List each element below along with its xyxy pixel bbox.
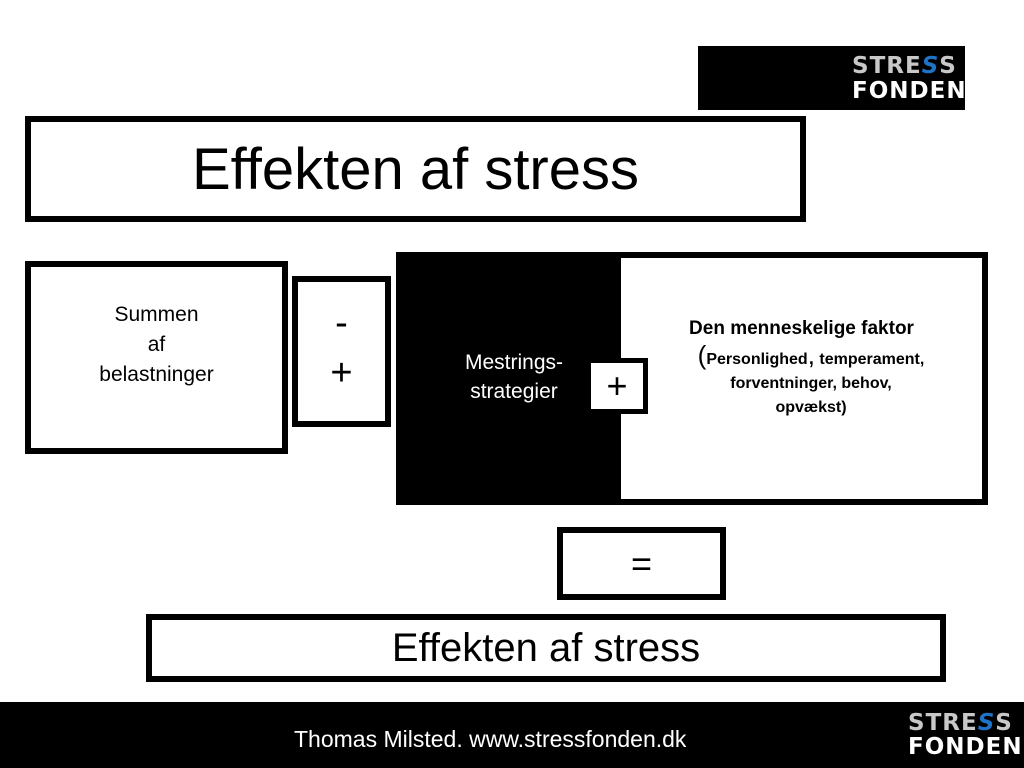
footer-bar: Thomas Milsted. www.stressfonden.dk <box>0 702 1024 768</box>
page-title: Effekten af stress <box>191 136 640 202</box>
plus-minus-box: - + <box>292 276 391 427</box>
stressfonden-logo: STRESS FONDEN <box>698 46 967 110</box>
human-factor-title: Den menneskelige faktor <box>689 318 914 339</box>
equals-box: = <box>557 527 726 600</box>
belastninger-line2: af <box>147 333 166 356</box>
result-box: Effekten af stress <box>146 614 946 682</box>
footer-logo-line2: FONDEN <box>908 734 1023 760</box>
belastninger-line1: Summen <box>114 303 199 326</box>
human-factor-box: Den menneskelige faktor (Personlighed, t… <box>615 252 988 505</box>
plus-connector-box: + <box>586 358 648 414</box>
belastninger-line3: belastninger <box>99 363 214 386</box>
plus-sign: + <box>330 351 353 394</box>
footer-logo-line1: STRESS <box>908 710 1013 736</box>
stressfonden-footer-logo: STRESS FONDEN <box>905 708 1023 764</box>
title-box: Effekten af stress <box>25 116 806 222</box>
human-factor-description: (Personlighed, temperament, forventninge… <box>697 340 925 416</box>
belastninger-box: Summen af belastninger <box>25 261 288 454</box>
logo-line1: STRESS <box>852 53 957 79</box>
result-text: Effekten af stress <box>391 625 701 670</box>
equals-sign: = <box>630 542 653 584</box>
mestring-line2: strategier <box>470 380 558 403</box>
footer-text: Thomas Milsted. www.stressfonden.dk <box>294 726 687 752</box>
plus-connector-sign: + <box>606 365 628 406</box>
mestring-line1: Mestrings- <box>464 351 564 374</box>
minus-sign: - <box>335 301 348 344</box>
logo-line2: FONDEN <box>852 78 967 104</box>
